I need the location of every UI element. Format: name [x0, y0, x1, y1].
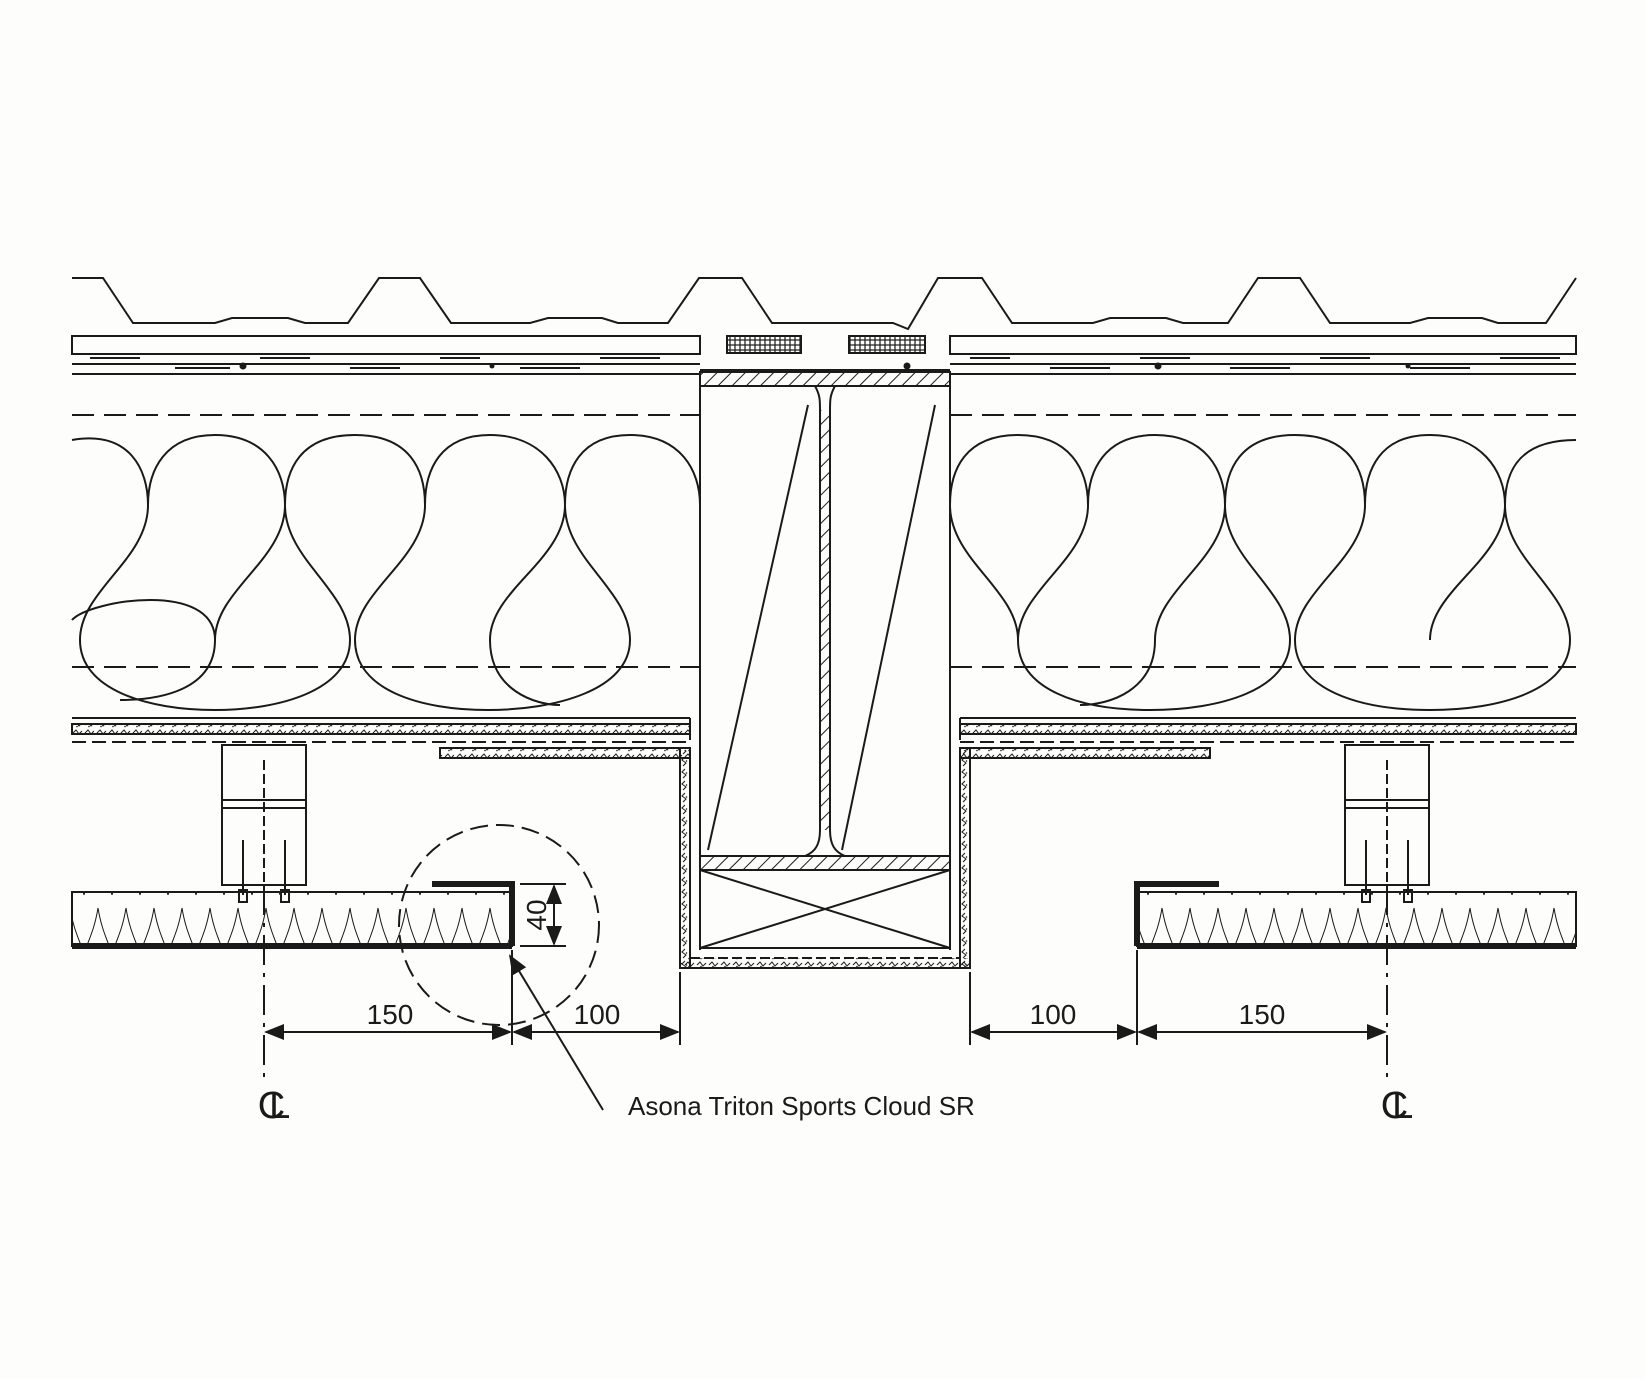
steel-i-beam: [699, 371, 951, 950]
vent-grille-right: [848, 335, 926, 354]
thermal-insulation-right: [949, 433, 1577, 712]
acoustic-panel-right: [1134, 881, 1577, 949]
centerline-symbol-right: CL: [1381, 1085, 1412, 1127]
upper-board-left: [71, 335, 701, 355]
product-callout-label: Asona Triton Sports Cloud SR: [628, 1091, 975, 1121]
suspension-hanger-right: [1344, 744, 1430, 903]
dim-label-right-150: 150: [1239, 999, 1286, 1030]
vent-grille-left: [726, 335, 802, 354]
dim-label-right-100: 100: [1030, 999, 1077, 1030]
acoustic-panel-left: [71, 881, 515, 949]
thermal-insulation-left: [71, 433, 701, 712]
trapezoidal-roof-sheet: [72, 277, 1577, 331]
suspension-hanger-left: [221, 744, 307, 903]
upper-board-right: [949, 335, 1577, 355]
centerline-symbol-left: CL: [258, 1085, 289, 1127]
dim-label-left-100: 100: [574, 999, 621, 1030]
dim-label-height-40: 40: [521, 899, 552, 930]
dim-label-left-150: 150: [367, 999, 414, 1030]
product-leader-line: [508, 954, 604, 1111]
